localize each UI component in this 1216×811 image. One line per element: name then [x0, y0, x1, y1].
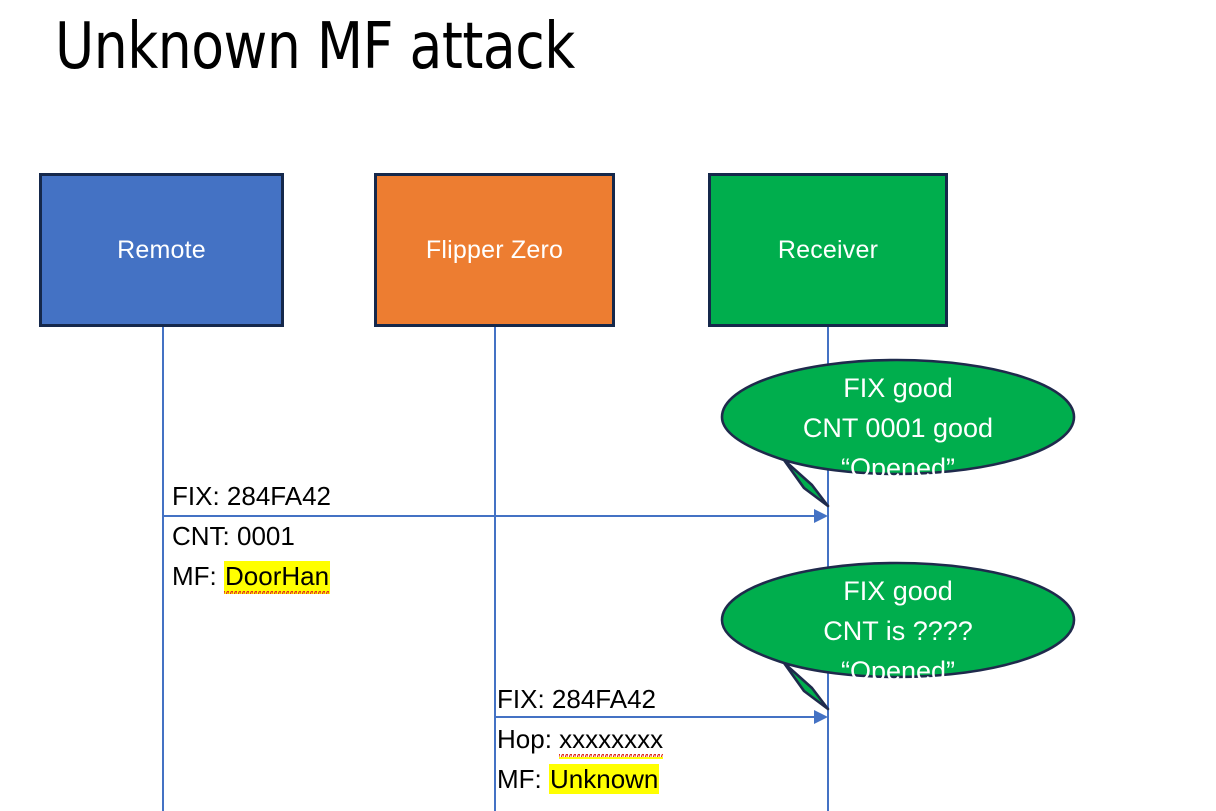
page-title: Unknown MF attack — [55, 10, 575, 84]
callout-shape-second — [720, 561, 1076, 711]
label-value: 0001 — [237, 521, 295, 551]
message-label-remote-fix: FIX: 284FA42 — [172, 476, 331, 516]
callout-shape-first — [720, 358, 1076, 508]
actor-box-flipper[interactable]: Flipper Zero — [374, 173, 615, 327]
lifeline-flipper — [494, 327, 496, 811]
label-value-spellchecked: xxxxxxxx — [559, 724, 664, 757]
label-value-highlighted: DoorHan — [224, 561, 331, 594]
message-arrow-remote-to-receiver — [163, 509, 828, 523]
message-arrow-flipper-to-receiver — [495, 710, 828, 724]
actor-box-remote[interactable]: Remote — [39, 173, 284, 327]
label-value-highlighted: Unknown — [549, 764, 660, 794]
callout-bubble-second: FIX good CNT is ???? “Opened” — [720, 561, 1076, 723]
lifeline-remote — [162, 327, 164, 811]
label-prefix: Hop: — [497, 724, 560, 754]
message-label-flipper-fix: FIX: 284FA42 — [497, 679, 656, 719]
label-prefix: MF: — [497, 764, 549, 794]
arrow-shaft — [495, 716, 815, 718]
label-value: 284FA42 — [226, 481, 331, 511]
message-label-remote-mf: MF: DoorHan — [172, 556, 331, 596]
message-label-flipper-mf: MF: Unknown — [497, 759, 660, 799]
label-value: 284FA42 — [551, 684, 656, 714]
message-label-flipper-hop: Hop: xxxxxxxx — [497, 719, 664, 759]
label-prefix: FIX: — [172, 481, 227, 511]
callout-bubble-first: FIX good CNT 0001 good “Opened” — [720, 358, 1076, 520]
actor-label-flipper: Flipper Zero — [425, 235, 564, 264]
arrow-head-icon — [814, 509, 828, 523]
arrow-shaft — [163, 515, 815, 517]
arrow-head-icon — [814, 710, 828, 724]
actor-label-remote: Remote — [117, 235, 206, 264]
label-prefix: FIX: — [497, 684, 552, 714]
message-label-remote-cnt: CNT: 0001 — [172, 516, 295, 556]
actor-box-receiver[interactable]: Receiver — [708, 173, 948, 327]
label-prefix: CNT: — [172, 521, 237, 551]
label-prefix: MF: — [172, 561, 224, 591]
actor-label-receiver: Receiver — [777, 235, 879, 264]
